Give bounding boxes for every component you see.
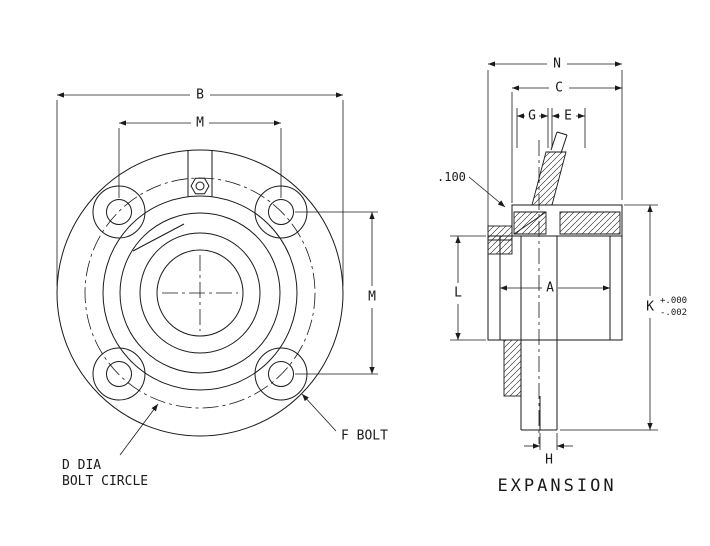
dim-e-label: E [564, 109, 572, 124]
d-dia-label-line2: BOLT CIRCLE [62, 474, 148, 489]
dim-c: C [511, 81, 622, 203]
bearing-cap [511, 204, 623, 237]
front-view: B M M F BOLT D DIA BOLT CIRCLE [56, 88, 388, 489]
dim-a: A [500, 281, 610, 296]
grease-fitting-section [531, 131, 568, 206]
dim-m-top: M [118, 116, 282, 198]
dim-l-label: L [454, 286, 462, 301]
dim-k: K +.000 -.002 [560, 204, 687, 431]
dim-m-side-label: M [368, 290, 376, 305]
dim-h-label: H [545, 453, 553, 468]
cap-section-right [559, 211, 621, 235]
bore-circle [156, 249, 244, 337]
dim-e: E [551, 108, 586, 148]
dim-h: H [524, 433, 573, 468]
dim-n: N [487, 57, 623, 230]
hex-nipple [190, 177, 210, 195]
dim-k-tol-plus: +.000 [660, 296, 687, 306]
shaft [520, 236, 558, 431]
dim-g-label: G [528, 109, 536, 124]
d-dia-callout: D DIA BOLT CIRCLE [62, 403, 159, 489]
setscrew-boss [487, 225, 513, 255]
dim-m-side: M [295, 211, 378, 375]
dim-k-tol-minus: -.002 [660, 308, 687, 318]
dim-b: B [56, 88, 344, 286]
cartridge-od-circle [102, 195, 298, 391]
dim-m-top-label: M [196, 116, 204, 131]
dim-point1: .100 [437, 170, 506, 208]
dim-k-label: K [646, 300, 654, 315]
center-cross [162, 255, 238, 331]
view-caption: EXPANSION [497, 476, 616, 496]
dim-g: G [516, 108, 549, 148]
dim-c-label: C [555, 81, 563, 96]
dim-b-label: B [196, 88, 204, 103]
d-dia-label-line1: D DIA [62, 458, 101, 473]
dim-point1-label: .100 [437, 170, 466, 184]
section-view: N C G E .100 [437, 57, 687, 497]
flange-outer-circle [56, 149, 344, 437]
insert-od-circle [119, 212, 281, 374]
grease-fitting-front [187, 151, 213, 197]
dim-n-label: N [553, 57, 561, 72]
inner-race-circle [139, 232, 261, 354]
f-bolt-callout: F BOLT [301, 393, 388, 444]
f-bolt-label: F BOLT [341, 429, 388, 444]
expansion-collar [503, 339, 522, 397]
slot-line [132, 223, 185, 252]
dim-a-label: A [546, 281, 554, 296]
dim-l: L [450, 235, 486, 341]
